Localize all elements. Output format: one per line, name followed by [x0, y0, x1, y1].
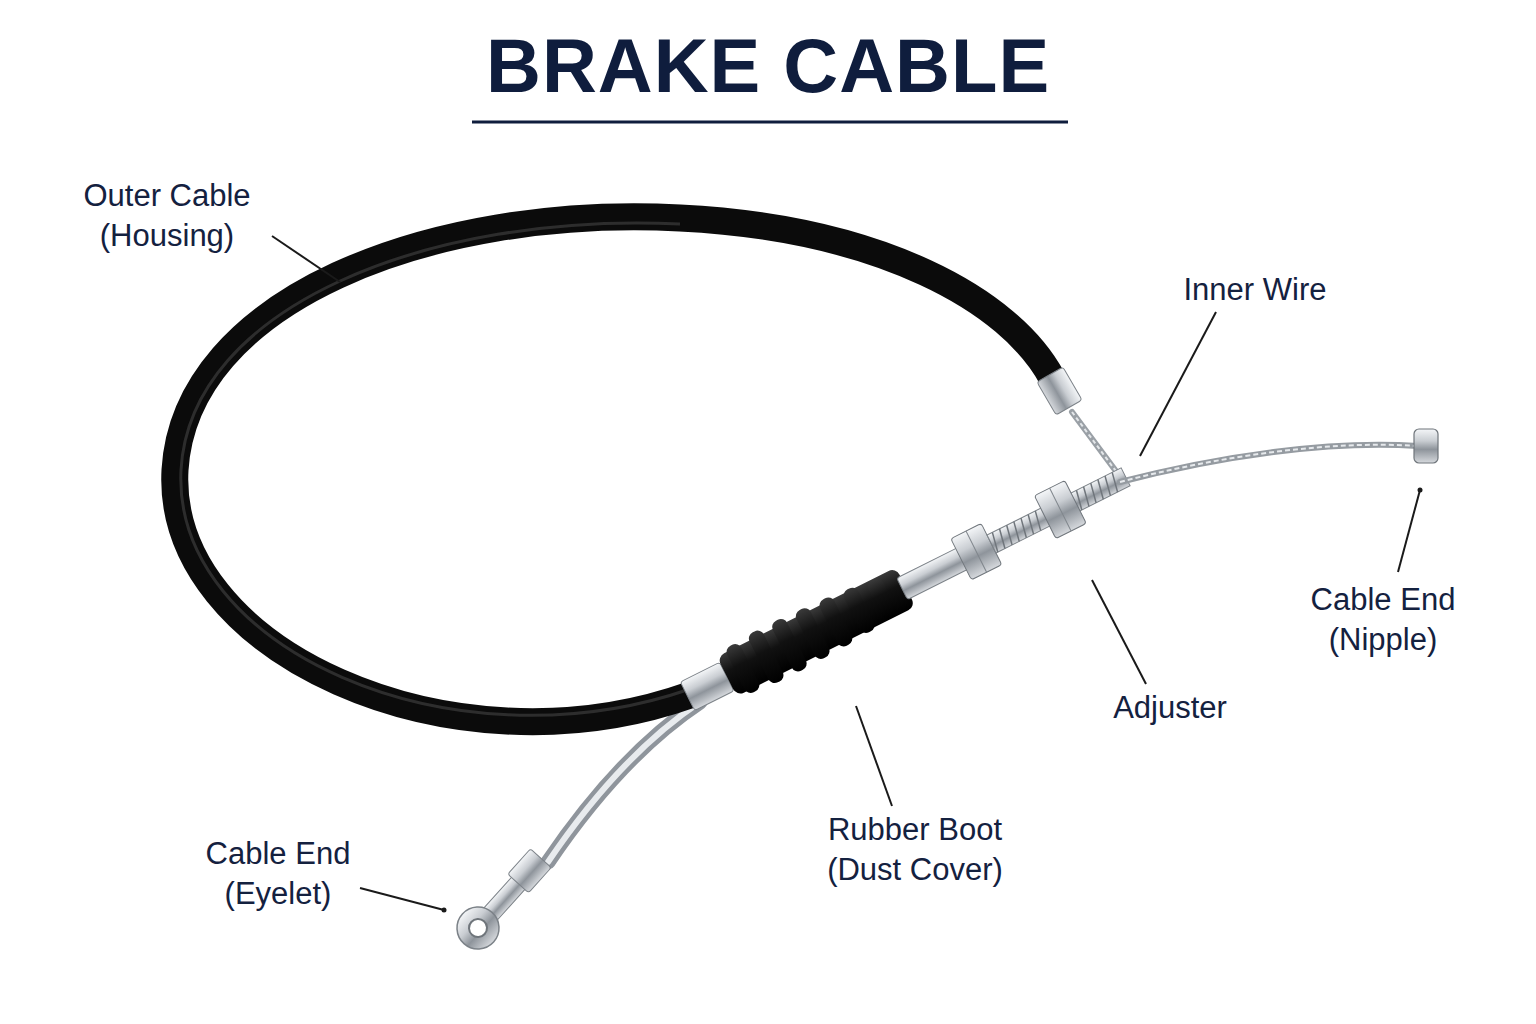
part-label: Inner Wire [1125, 270, 1385, 310]
leader-line [360, 888, 444, 910]
leader-line [272, 236, 340, 282]
part-label: Outer Cable (Housing) [67, 176, 267, 257]
leader-dot [1418, 488, 1423, 493]
eyelet-end [448, 844, 556, 958]
part-label: Cable End (Nipple) [1293, 580, 1473, 661]
boot-adjuster-assembly [675, 452, 1138, 721]
leader-line [856, 706, 892, 806]
leader-line [1398, 490, 1420, 572]
leader-dot [442, 908, 447, 913]
outer-housing [175, 217, 1052, 722]
part-label: Adjuster [1070, 688, 1270, 728]
inner-wire-strands [1120, 445, 1418, 482]
top-ferrule [1037, 367, 1082, 415]
title: BRAKE CABLE [486, 22, 1050, 109]
leader-line [1140, 312, 1216, 456]
leader-line [1092, 580, 1146, 684]
part-label: Rubber Boot (Dust Cover) [805, 810, 1025, 891]
part-label: Cable End (Eyelet) [188, 834, 368, 915]
housing-highlight [181, 223, 690, 715]
inner-wire-exposed [1120, 445, 1418, 482]
nipple-end [1414, 429, 1438, 463]
title-underline [472, 121, 1068, 124]
